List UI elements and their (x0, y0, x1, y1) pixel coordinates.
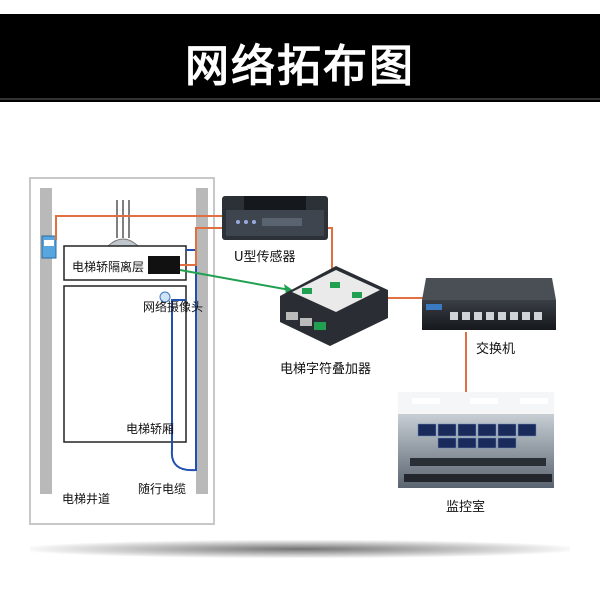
shaft-sensor-icon (42, 236, 56, 258)
hoist-ropes (108, 200, 138, 246)
label-switch: 交换机 (476, 338, 515, 357)
control-room-photo-icon (398, 392, 554, 488)
overlay-box-icon (280, 266, 388, 346)
label-monitor-room: 监控室 (446, 496, 485, 515)
label-elevator-car: 电梯轿厢 (126, 420, 174, 437)
label-traveling-cable: 随行电缆 (138, 480, 186, 497)
camera-box (148, 256, 180, 274)
label-network-camera: 网络摄像头 (143, 298, 203, 315)
label-u-sensor: U型传感器 (234, 246, 296, 265)
label-char-overlay: 电梯字符叠加器 (280, 358, 371, 377)
label-elevator-shaft: 电梯井道 (62, 490, 110, 507)
network-switch-icon (422, 278, 556, 330)
u-sensor-icon (222, 196, 328, 240)
floor-shadow (30, 540, 570, 558)
label-isolation-layer: 电梯轿隔离层 (72, 258, 144, 275)
